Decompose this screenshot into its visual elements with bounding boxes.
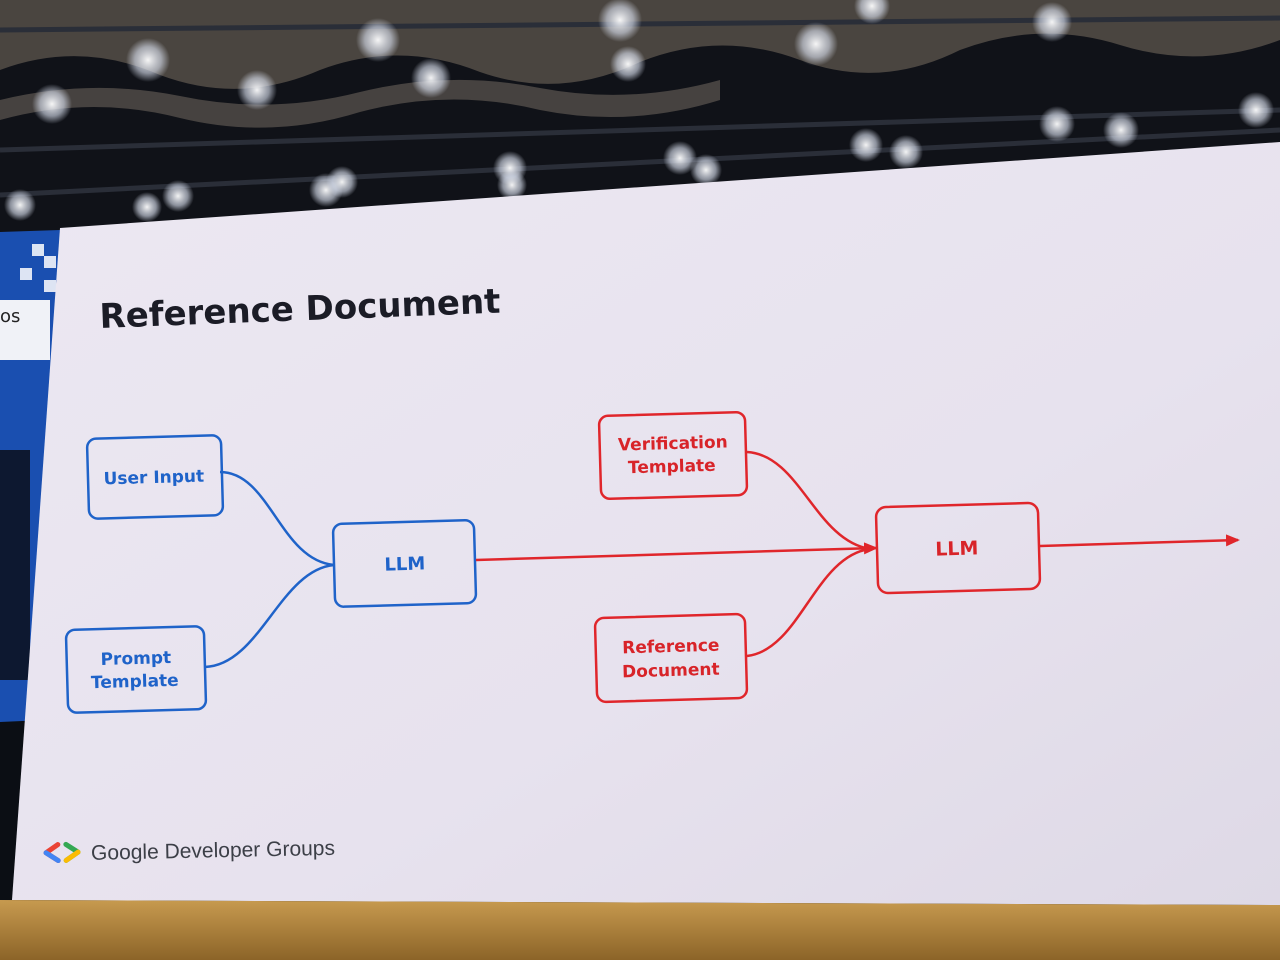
user-input-label: User Input [103, 467, 204, 490]
user-input-node [85, 434, 225, 520]
side-screen-dark-panel [0, 450, 30, 680]
stage-light [794, 22, 838, 66]
stage-light [854, 0, 890, 24]
gdg-logo-text: Google Developer Groups [91, 837, 335, 865]
side-screen-panel [0, 300, 50, 360]
stage-light [889, 135, 923, 169]
gdg-logo: Google Developer Groups [43, 837, 335, 865]
reference-document-label-line1: Reference [622, 636, 720, 659]
gdg-logo-icon [43, 841, 81, 864]
stage-light [1238, 92, 1274, 128]
connector-verification-template-to-llm [746, 450, 871, 551]
side-screen-pattern [20, 244, 56, 292]
stage-light [690, 154, 722, 186]
verification-template-node [597, 410, 749, 501]
prompt-template-label-line2: Template [91, 671, 179, 693]
stage-light [356, 18, 400, 62]
stage-light [132, 192, 162, 222]
verification-template-label-line2: Template [628, 456, 716, 478]
connector-prompt-template-to-llm [204, 563, 335, 669]
stage-light [162, 180, 194, 212]
stage-light [237, 70, 277, 110]
stage-light [4, 189, 36, 221]
prompt-template-node [64, 625, 208, 714]
stage-light [1103, 112, 1139, 148]
connector-reference-document-to-llm [746, 547, 871, 658]
stage-light [663, 141, 697, 175]
llm-1-label: LLM [384, 553, 425, 575]
stage-light [126, 38, 170, 82]
stage-light [411, 58, 451, 98]
output-arrow [1039, 534, 1240, 548]
stage-light [32, 84, 72, 124]
blue-flow-group: User Input Prompt Template LLM [64, 434, 478, 714]
stage-light [849, 128, 883, 162]
stage-light [1039, 106, 1075, 142]
connector-llm-to-llm [475, 542, 878, 562]
side-screen-text-fragment: os [0, 306, 20, 327]
stage-light [326, 166, 358, 198]
stage-light [1032, 2, 1072, 42]
llm-2-label: LLM [935, 537, 979, 560]
llm-node-1 [331, 519, 478, 608]
stage-light [598, 0, 642, 42]
prompt-template-label-line1: Prompt [100, 648, 171, 670]
stage-light [610, 46, 646, 82]
reference-document-node [593, 612, 749, 704]
verification-template-label-line1: Verification [618, 432, 728, 455]
stage-light [497, 170, 527, 200]
llm-node-2 [874, 501, 1042, 595]
presentation-screen [12, 142, 1280, 905]
stage-floor [0, 900, 1280, 960]
red-flow-group: Verification Template Reference Document… [475, 410, 1240, 704]
connector-user-input-to-llm [219, 470, 335, 567]
stage-lights [4, 0, 1274, 222]
reference-document-label-line2: Document [622, 660, 720, 683]
stage-curtain-drape-lower [0, 79, 720, 128]
